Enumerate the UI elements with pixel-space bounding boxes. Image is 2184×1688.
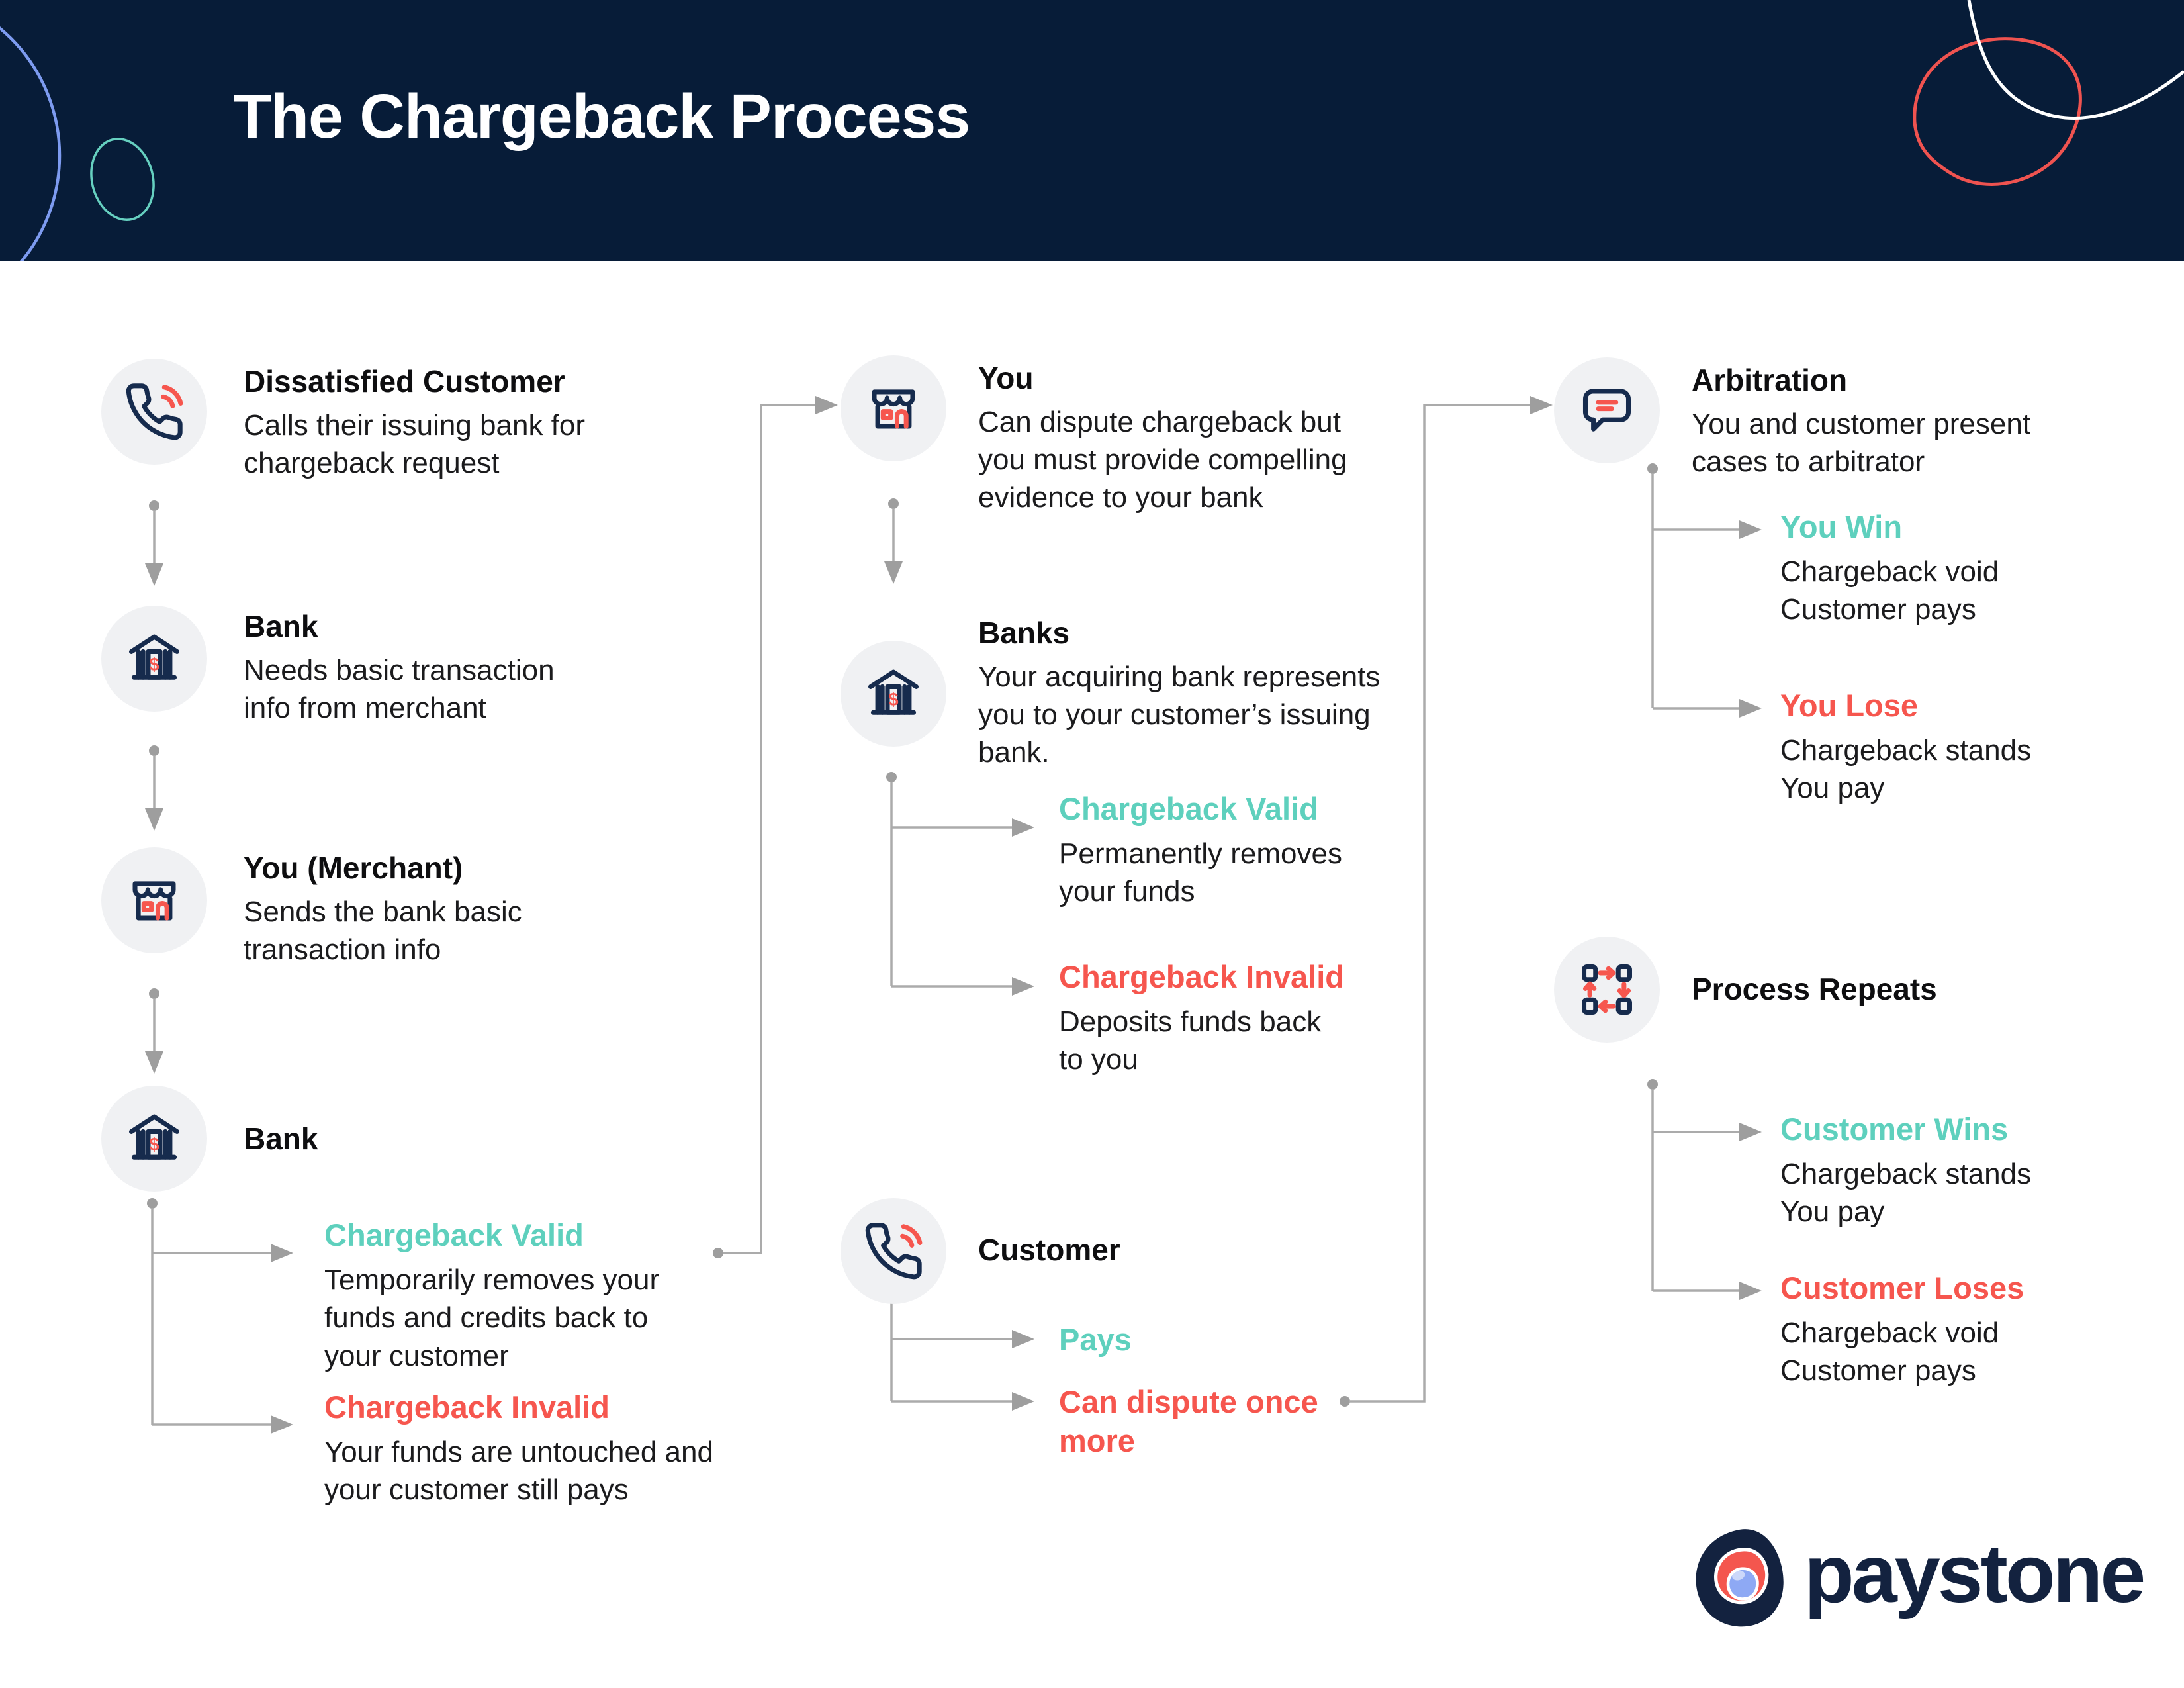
paystone-pebble-logo: [1696, 1529, 1784, 1627]
header-banner: The Chargeback Process: [0, 0, 2184, 261]
step-title: You (Merchant): [244, 851, 463, 885]
loop-connector-valid-to-you: [713, 396, 838, 1258]
branch-fork: [147, 1198, 293, 1434]
step-dissatisfied-customer: Dissatisfied Customer Calls their issuin…: [244, 363, 707, 482]
branch-fork: [1647, 463, 1762, 718]
step-title: Banks: [978, 616, 1070, 650]
step-title: You: [978, 361, 1034, 395]
outcome-body: Your funds are untouched and your custom…: [324, 1436, 713, 1507]
logo-wordmark: paystone: [1804, 1528, 2146, 1620]
step-you: You Can dispute chargeback but you must …: [978, 359, 1428, 517]
branch-fork: [1647, 1079, 1762, 1300]
header-decoration-shapes: [0, 0, 2184, 261]
step-body: Calls their issuing bank for chargeback …: [244, 409, 586, 480]
step-bank-1: Bank Needs basic transaction info from m…: [244, 608, 680, 727]
branch-fork: [886, 772, 1034, 996]
outcome-body: Temporarily removes your funds and credi…: [324, 1264, 660, 1372]
blue-circle-decoration: [0, 26, 62, 261]
page-title: The Chargeback Process: [233, 81, 970, 152]
arrow-down: [145, 988, 163, 1074]
arrow-down: [884, 498, 903, 584]
step-title: Bank: [244, 1121, 318, 1156]
outcome-body: Chargeback void Customer pays: [1780, 555, 1999, 626]
step-body: You and customer present cases to arbitr…: [1692, 408, 2031, 479]
outcome-body: Chargeback stands You pay: [1780, 1158, 2032, 1229]
svg-text:$: $: [149, 654, 159, 675]
outcome-can-dispute: Can dispute once more: [1059, 1382, 1363, 1467]
outcome-body: Chargeback void Customer pays: [1780, 1317, 1999, 1387]
step-body: Needs basic transaction info from mercha…: [244, 654, 555, 725]
outcome-body: Deposits funds back to you: [1059, 1006, 1322, 1076]
outcome-pays: Pays: [1059, 1320, 1324, 1366]
speech-bubble-icon: [1554, 357, 1660, 463]
outcome-you-win: You Win Chargeback void Customer pays: [1780, 507, 2124, 629]
outcome-title: Can dispute once more: [1059, 1384, 1318, 1459]
step-title: Bank: [244, 609, 318, 643]
white-curve-decoration: [1967, 0, 2184, 120]
outcome-chargeback-valid-1: Chargeback Valid Temporarily removes you…: [324, 1215, 761, 1375]
svg-text:$: $: [888, 689, 898, 710]
process-cycle-icon: [1554, 937, 1660, 1043]
phone-call-icon: [841, 1198, 946, 1304]
outcome-body: Permanently removes your funds: [1059, 837, 1342, 908]
outcome-body: Chargeback stands You pay: [1780, 734, 2032, 805]
outcome-chargeback-invalid-2: Chargeback Invalid Deposits funds back t…: [1059, 957, 1430, 1079]
arrow-down: [145, 500, 163, 586]
step-you-merchant: You (Merchant) Sends the bank basic tran…: [244, 849, 680, 968]
outcome-title: Pays: [1059, 1322, 1132, 1357]
step-bank-2: Bank: [244, 1120, 508, 1164]
outcome-title: Customer Wins: [1780, 1111, 2009, 1147]
storefront-icon: [101, 847, 207, 953]
outcome-title: Chargeback Invalid: [1059, 959, 1344, 994]
coral-blob-decoration: [1913, 37, 2082, 186]
step-title: Arbitration: [1692, 363, 1848, 397]
step-title: Customer: [978, 1233, 1120, 1267]
outcome-chargeback-invalid-1: Chargeback Invalid Your funds are untouc…: [324, 1387, 788, 1509]
step-body: Sends the bank basic transaction info: [244, 896, 522, 966]
outcome-title: You Lose: [1780, 688, 1919, 723]
phone-call-icon: [101, 359, 207, 465]
branch-fork: [886, 1293, 1034, 1411]
outcome-title: Chargeback Valid: [1059, 791, 1318, 826]
outcome-title: Customer Loses: [1780, 1270, 2025, 1305]
outcome-chargeback-valid-2: Chargeback Valid Permanently removes you…: [1059, 789, 1430, 911]
step-title: Dissatisfied Customer: [244, 364, 565, 399]
bank-icon: $: [101, 1086, 207, 1192]
step-body: Your acquiring bank represents you to yo…: [978, 661, 1381, 769]
outcome-you-lose: You Lose Chargeback stands You pay: [1780, 686, 2124, 808]
bank-icon: $: [841, 641, 946, 747]
outcome-title: Chargeback Invalid: [324, 1389, 610, 1425]
step-banks: Banks Your acquiring bank represents you…: [978, 614, 1441, 772]
outcome-title: You Win: [1780, 509, 1903, 544]
outcome-customer-loses: Customer Loses Chargeback void Customer …: [1780, 1268, 2124, 1390]
outcome-customer-wins: Customer Wins Chargeback stands You pay: [1780, 1109, 2124, 1231]
step-process-repeats: Process Repeats: [1692, 970, 2062, 1014]
svg-text:$: $: [149, 1134, 159, 1154]
storefront-icon: [841, 355, 946, 461]
bank-icon: $: [101, 606, 207, 712]
teal-oval-decoration: [90, 138, 155, 221]
step-arbitration: Arbitration You and customer present cas…: [1692, 361, 2115, 481]
step-customer: Customer: [978, 1231, 1256, 1275]
outcome-title: Chargeback Valid: [324, 1217, 584, 1252]
paystone-logo: paystone: [1694, 1528, 2146, 1628]
arrow-down: [145, 745, 163, 831]
step-body: Can dispute chargeback but you must prov…: [978, 406, 1347, 514]
step-title: Process Repeats: [1692, 972, 1937, 1006]
